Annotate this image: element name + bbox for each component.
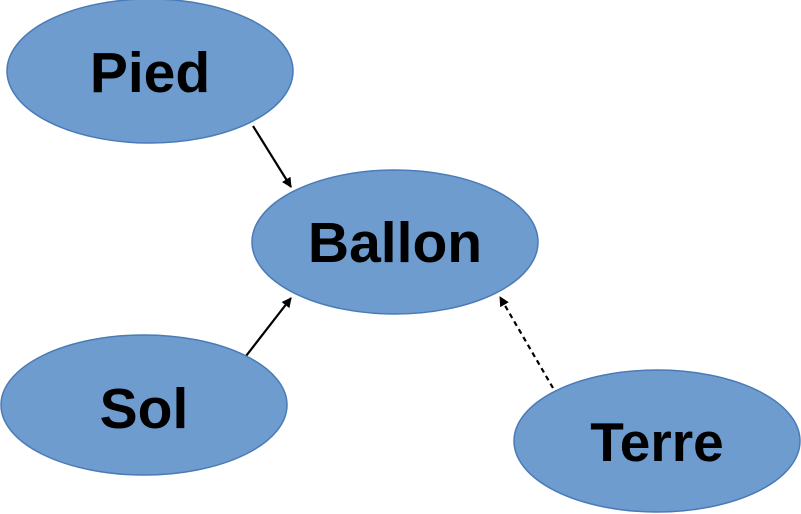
- node-pied-shape: [6, 0, 294, 144]
- node-ballon-label: Ballon: [308, 211, 482, 275]
- edge-terre-to-ballon: [499, 296, 554, 389]
- node-pied[interactable]: Pied: [6, 0, 294, 144]
- edge-pied-to-ballon: [252, 125, 292, 188]
- node-sol-label: Sol: [100, 377, 189, 441]
- node-terre-label: Terre: [590, 411, 724, 473]
- node-ballon-shape: [251, 169, 539, 315]
- node-pied-label: Pied: [90, 41, 210, 105]
- edge-sol-to-ballon: [245, 297, 292, 357]
- node-ballon[interactable]: Ballon: [251, 169, 539, 315]
- node-sol-shape: [0, 334, 288, 476]
- node-sol[interactable]: Sol: [0, 334, 288, 476]
- node-terre-shape: [513, 369, 801, 513]
- node-terre[interactable]: Terre: [513, 369, 801, 513]
